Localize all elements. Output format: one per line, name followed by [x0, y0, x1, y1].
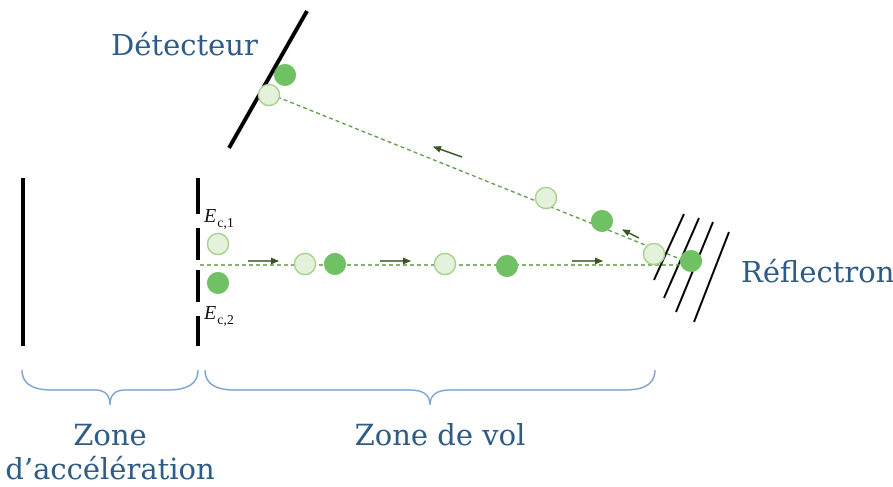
energy-label-ec2: Ec,2: [203, 302, 234, 328]
detector-label: Détecteur: [111, 28, 258, 62]
ion-light: [433, 252, 457, 276]
arrow-up-left-icon: [433, 146, 463, 158]
ion-dark: [591, 210, 613, 232]
arrow-up-left-icon: [622, 229, 640, 239]
energy-label-ec1: Ec,1: [203, 205, 234, 231]
ion-dark: [680, 250, 702, 272]
reflectron-label: Réflectron: [741, 255, 893, 289]
ion-light: [206, 232, 230, 256]
ions-dark: [207, 64, 702, 294]
flight-zone-label: Zone de vol: [355, 418, 526, 452]
ion-light: [534, 186, 558, 210]
ions-light: [206, 83, 666, 276]
detector-plate: [227, 10, 309, 149]
direction-arrows: [248, 146, 640, 265]
brace-flight-zone: [204, 369, 656, 406]
ion-light: [293, 252, 317, 276]
ion-dark: [274, 64, 296, 86]
ion-light: [257, 83, 281, 107]
acceleration-zone-label-line1: Zone: [73, 418, 146, 452]
acceleration-zone-label-line2: d’accélération: [5, 452, 214, 486]
ion-dark: [324, 253, 346, 275]
ion-light: [642, 242, 666, 266]
ion-dark: [496, 255, 518, 277]
brace-acceleration-zone: [21, 369, 199, 406]
flight-path-return: [269, 93, 691, 264]
ion-dark: [207, 272, 229, 294]
